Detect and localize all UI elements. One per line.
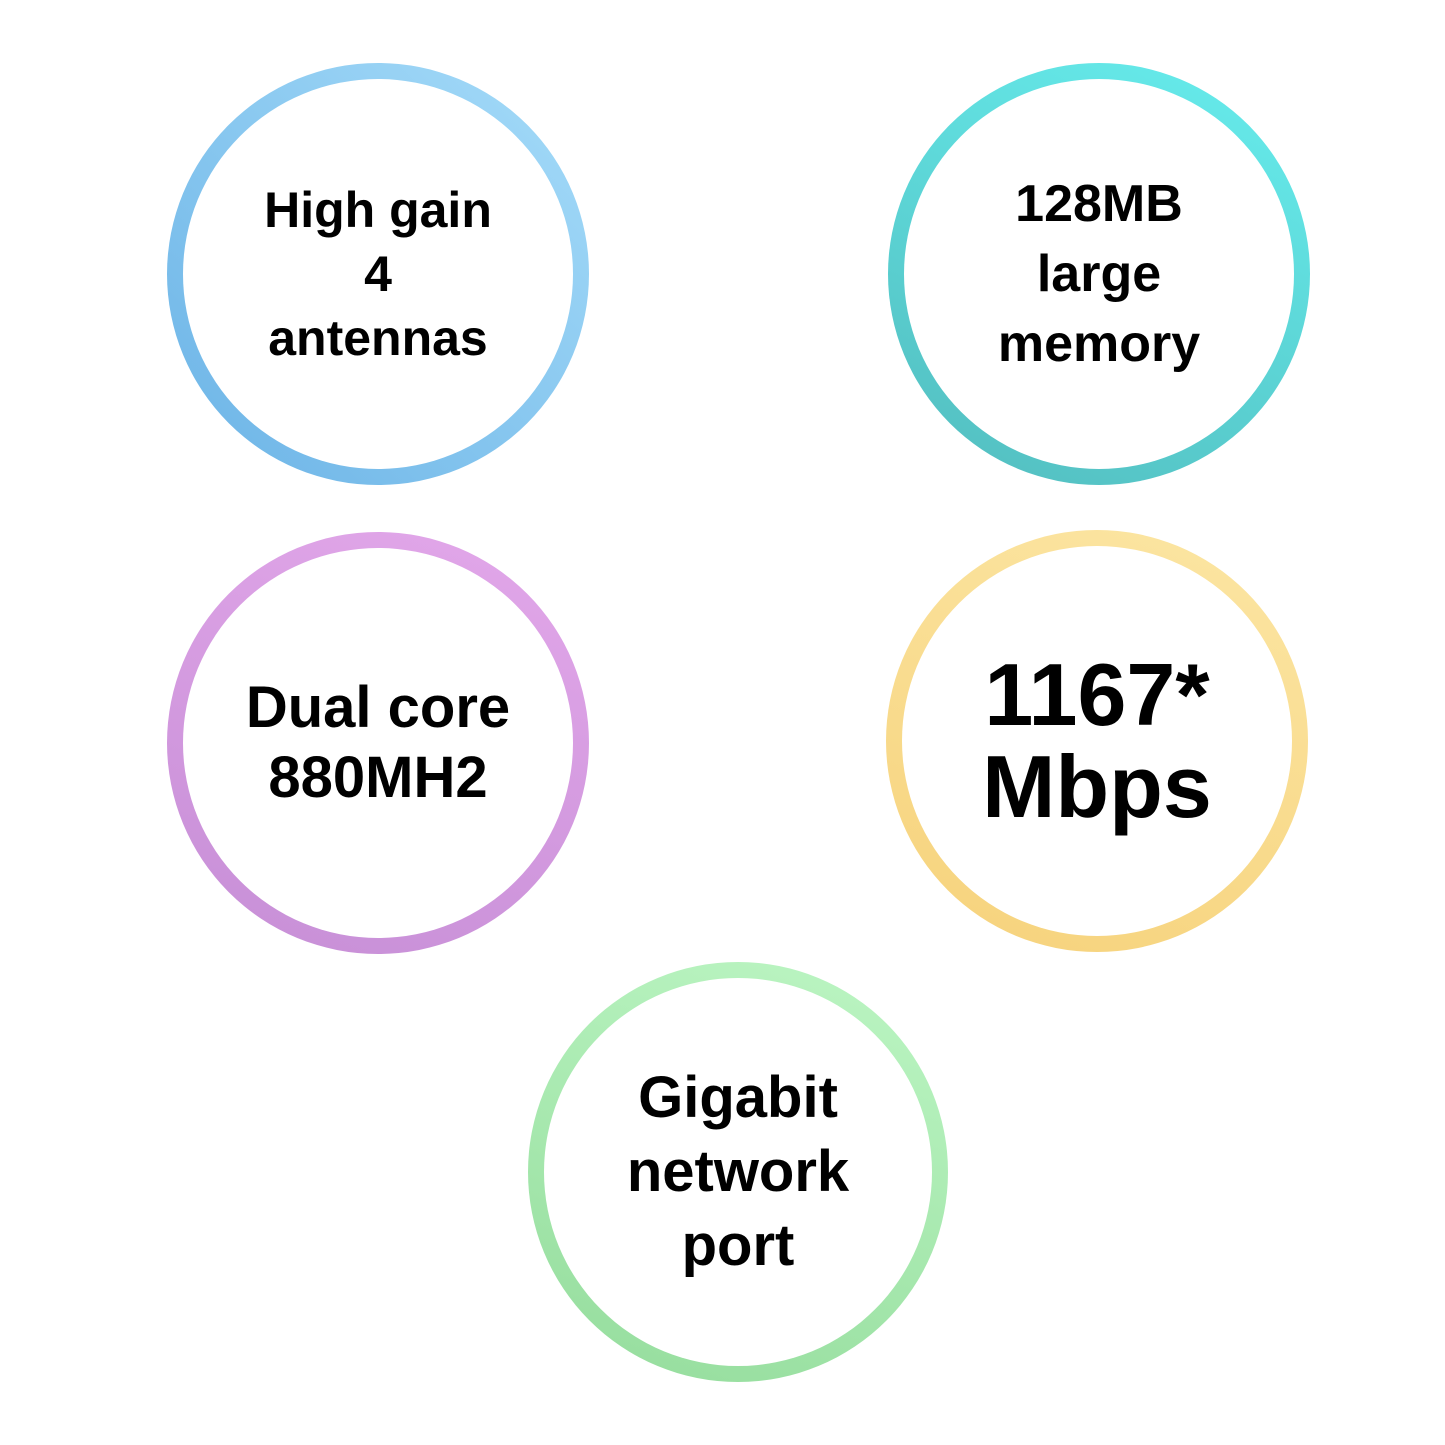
feature-text-line: 880MH2 [268, 745, 488, 810]
feature-circle-network-port: Gigabit network port [528, 962, 948, 1382]
feature-circle-content: 128MB large memory [904, 79, 1294, 469]
feature-text-line: network [626, 1139, 850, 1204]
feature-text-line: Mbps [982, 737, 1212, 836]
feature-text-line: large [1036, 245, 1162, 303]
feature-circle-memory: 128MB large memory [888, 63, 1310, 485]
feature-text-line: port [681, 1213, 795, 1278]
feature-text-line: Gigabit [638, 1065, 838, 1130]
feature-text-line: memory [997, 315, 1201, 373]
feature-circle-content: Dual core 880MH2 [183, 548, 573, 938]
feature-circle-content: Gigabit network port [544, 978, 932, 1366]
feature-circle-cpu: Dual core 880MH2 [167, 532, 589, 954]
feature-circle-speed: 1167* Mbps [886, 530, 1308, 952]
feature-circle-antennas: High gain 4 antennas [167, 63, 589, 485]
feature-circle-content: High gain 4 antennas [183, 79, 573, 469]
feature-circle-content: 1167* Mbps [902, 546, 1292, 936]
feature-text-line: 4 [364, 246, 392, 302]
feature-text-line: High gain [264, 182, 492, 238]
feature-text-line: 128MB [1015, 175, 1183, 233]
feature-text-line: Dual core [245, 675, 511, 740]
feature-text-line: antennas [268, 310, 488, 366]
feature-text-line: 1167* [984, 645, 1210, 744]
